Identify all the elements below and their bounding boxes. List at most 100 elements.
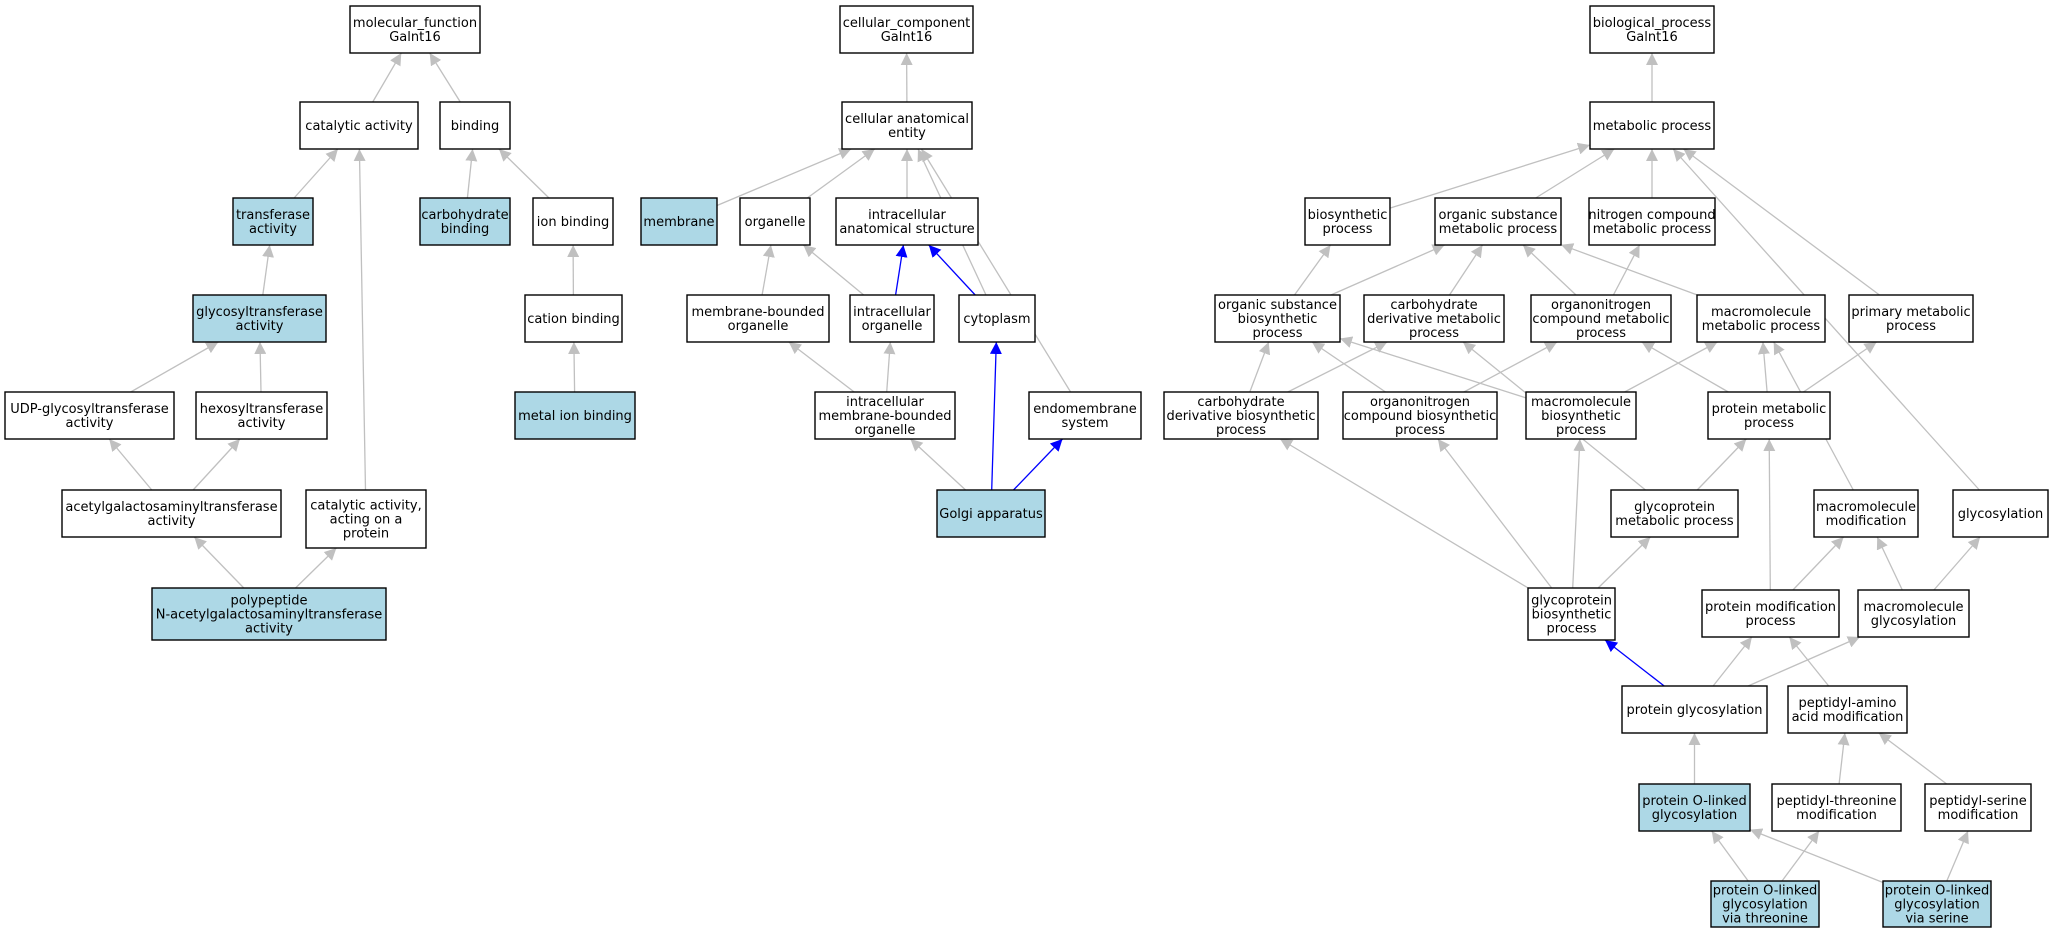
node-label-line: biosynthetic [1308,208,1388,223]
node-box [1787,685,1908,734]
node-label-line: polypeptide [231,594,308,609]
node-label-line: process [1323,222,1373,237]
node-label-line: catalytic activity, [310,499,422,514]
node-label-line: acetylgalactosaminyltransferase [65,500,277,515]
node-label-line: endomembrane [1033,402,1137,417]
node-label-line: N-acetylgalactosaminyltransferase [156,608,383,623]
node-box [841,101,973,150]
node-label-line: process [1576,326,1626,341]
node-label-line: binding [451,119,499,134]
edge-polypeptide-to-acetylgal [193,536,245,589]
node-label-line: via threonine [1722,912,1808,927]
node-label-line: protein metabolic [1712,402,1827,417]
node-box [1621,685,1768,734]
edge-layer [108,52,1981,884]
node-box [839,5,974,54]
node-membrane: membrane [640,197,718,246]
node-box [419,197,511,246]
node-label-line: protein glycosylation [1627,703,1763,718]
edge-cytoplasm-to-ias [928,244,976,296]
edge-cdbp-to-osbp [1249,341,1271,393]
node-label-line: metabolic process [1702,319,1821,334]
node-label-line: nitrogen compound [1588,208,1715,223]
node-box [349,5,481,54]
node-label-line: biological_process [1593,16,1712,31]
edge-pglyc-to-pmodp [1712,636,1753,687]
edge-binding-to-mf [429,52,461,103]
node-cytoplasm: cytoplasm [958,294,1036,343]
node-box [1028,391,1142,440]
node-label-line: entity [888,126,926,141]
edge-protmp-to-mmp [1757,341,1770,393]
node-binding: binding [439,101,511,150]
node-label-line: hexosyltransferase [200,402,323,417]
node-label-line: anatomical structure [839,222,974,237]
node-box [1707,391,1831,440]
node-catalytic: catalytic activity [299,101,419,150]
edge-osmp-to-metabolic [1535,148,1615,199]
edge-golgi-to-endomembrane [1013,438,1063,491]
node-glycosylation: glycosylation [1952,489,2049,538]
node-box [958,294,1036,343]
node-label-line: metabolic process [1615,514,1734,529]
edge-gbp-to-mbp [1572,438,1586,589]
node-box [232,197,314,246]
edge-pmodp-to-mmod [1792,536,1845,591]
node-label-line: organelle [855,423,916,438]
node-label-line: organic substance [1218,298,1337,313]
node-label-line: process [1253,326,1303,341]
node-label-line: organelle [728,319,789,334]
edge-transferase-to-catalytic [293,148,339,199]
edge-ocmp-to-ncmp [1612,244,1641,296]
node-organelle: organelle [739,197,811,246]
edge-pglyc-to-gbp [1604,639,1665,687]
edge-cat-protein-to-catalytic [353,148,367,491]
node-box [1638,783,1751,832]
edge-hexosyl-to-glycosyltransferase [254,341,267,393]
node-label-line: glycosyltransferase [196,305,323,320]
edge-membrane-to-cae [716,148,852,207]
node-label-line: derivative biosynthetic [1166,409,1315,424]
node-box [439,101,511,150]
edge-pog-thr-to-ptm [1781,830,1820,882]
edge-pglyc-to-mglyc [1747,636,1861,687]
node-label-line: cellular anatomical [845,112,969,127]
node-label-line: modification [1826,514,1907,529]
node-label-line: activity [249,222,297,237]
node-box [1163,391,1319,440]
node-label-line: derivative metabolic [1367,312,1501,327]
node-label-line: peptidyl-serine [1929,794,2026,809]
node-label-line: metabolic process [1593,222,1712,237]
node-box [640,197,718,246]
node-label-line: glycosylation [1958,507,2044,522]
node-box [1813,489,1919,538]
node-box [195,391,328,440]
node-box [1530,294,1672,343]
node-label-line: organonitrogen [1551,298,1651,313]
node-label-line: peptidyl-amino [1799,696,1897,711]
node-label-line: activity [148,514,196,529]
node-box [739,197,811,246]
node-metabolic: metabolic process [1589,101,1715,150]
node-label-line: process [1395,423,1445,438]
node-box [1710,880,1820,928]
node-label-line: biosynthetic [1238,312,1318,327]
node-label-line: transferase [236,208,310,223]
